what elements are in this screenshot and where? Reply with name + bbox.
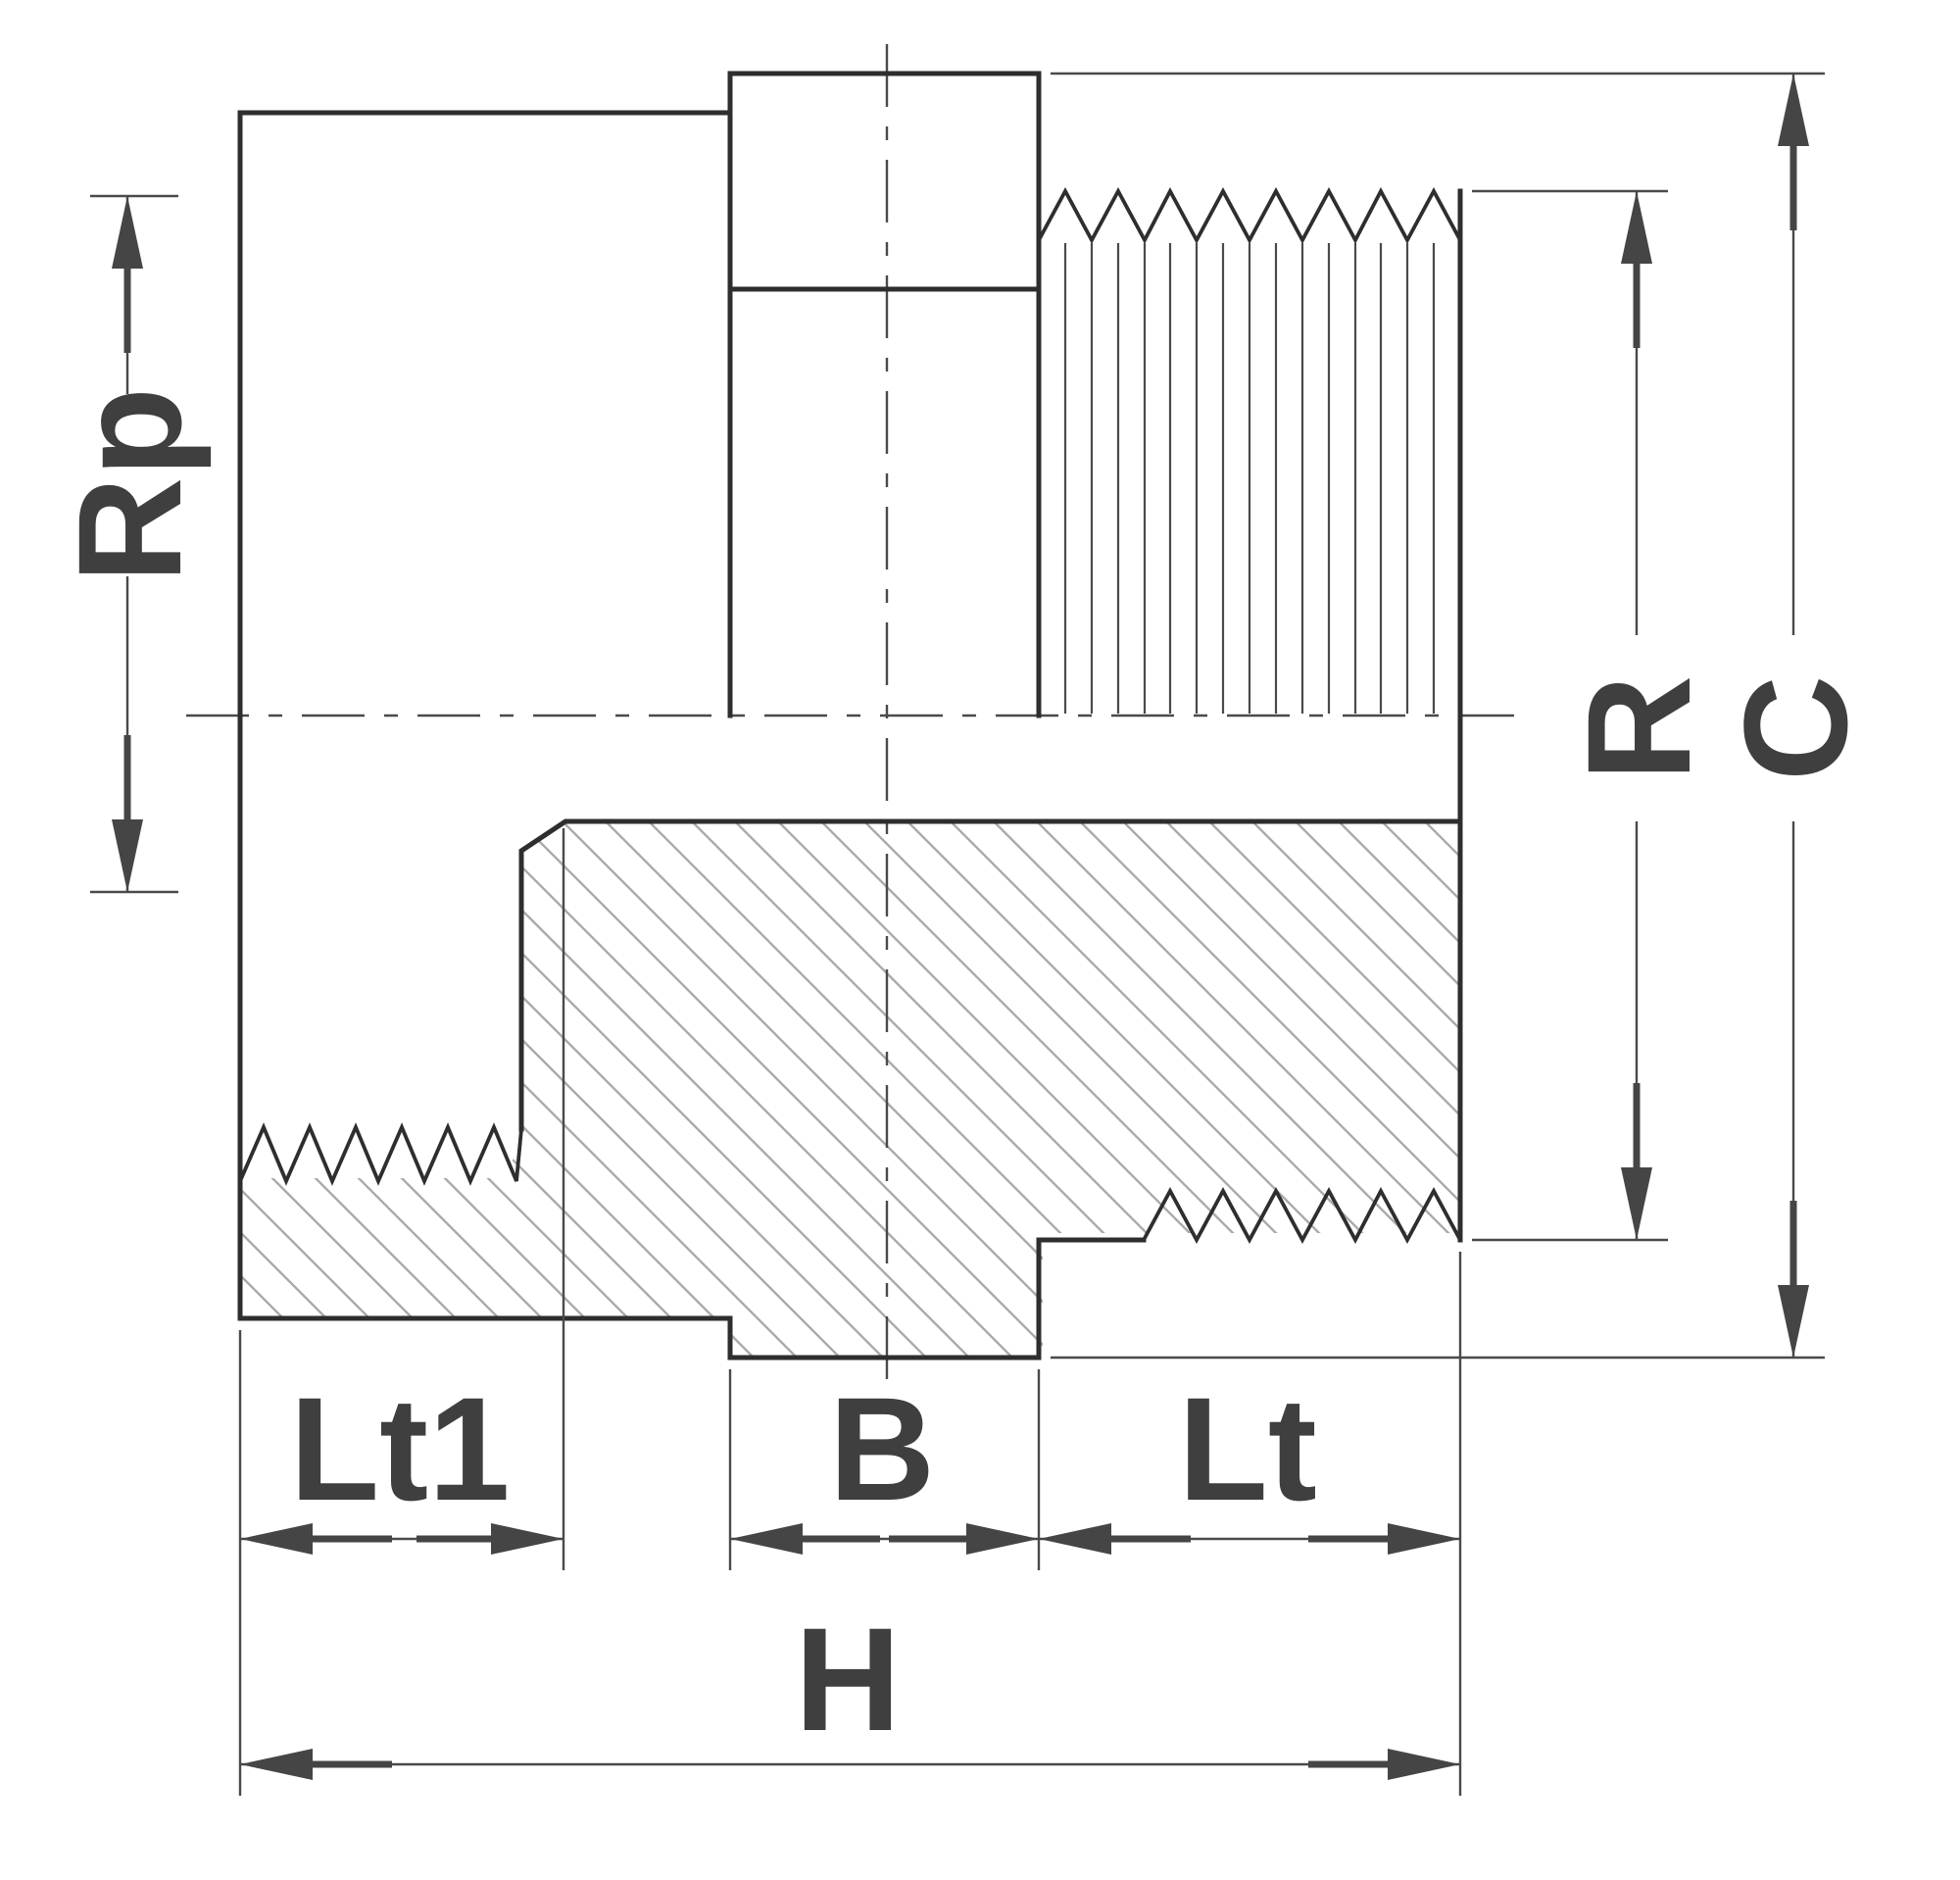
bore-profile bbox=[518, 818, 1463, 1132]
dimension-arrows bbox=[112, 74, 1809, 1780]
extension-lines bbox=[90, 72, 1825, 1796]
male-thread-crest-zigzag bbox=[1036, 186, 1463, 245]
hex-bottom-step bbox=[727, 1237, 1147, 1361]
dimension-labels: Rp R C Lt1 B Lt H bbox=[47, 387, 1878, 1761]
female-thread-section-zigzag bbox=[237, 1122, 524, 1186]
centerlines bbox=[186, 44, 1514, 1387]
label-overall-length: H bbox=[795, 1597, 901, 1761]
male-thread-flank-lines bbox=[1063, 243, 1436, 714]
label-body-diameter: C bbox=[1713, 675, 1878, 781]
label-female-thread: Rp bbox=[47, 387, 212, 583]
fitting-outline bbox=[237, 71, 1463, 1361]
label-male-thread-length: Lt bbox=[1178, 1366, 1317, 1531]
label-female-thread-length: Lt1 bbox=[290, 1366, 511, 1531]
label-hex-width: B bbox=[829, 1366, 935, 1531]
section-hatching bbox=[240, 821, 1458, 1356]
threads bbox=[237, 186, 1463, 1245]
male-thread-section-zigzag bbox=[1141, 1186, 1463, 1245]
label-male-thread: R bbox=[1556, 675, 1721, 781]
